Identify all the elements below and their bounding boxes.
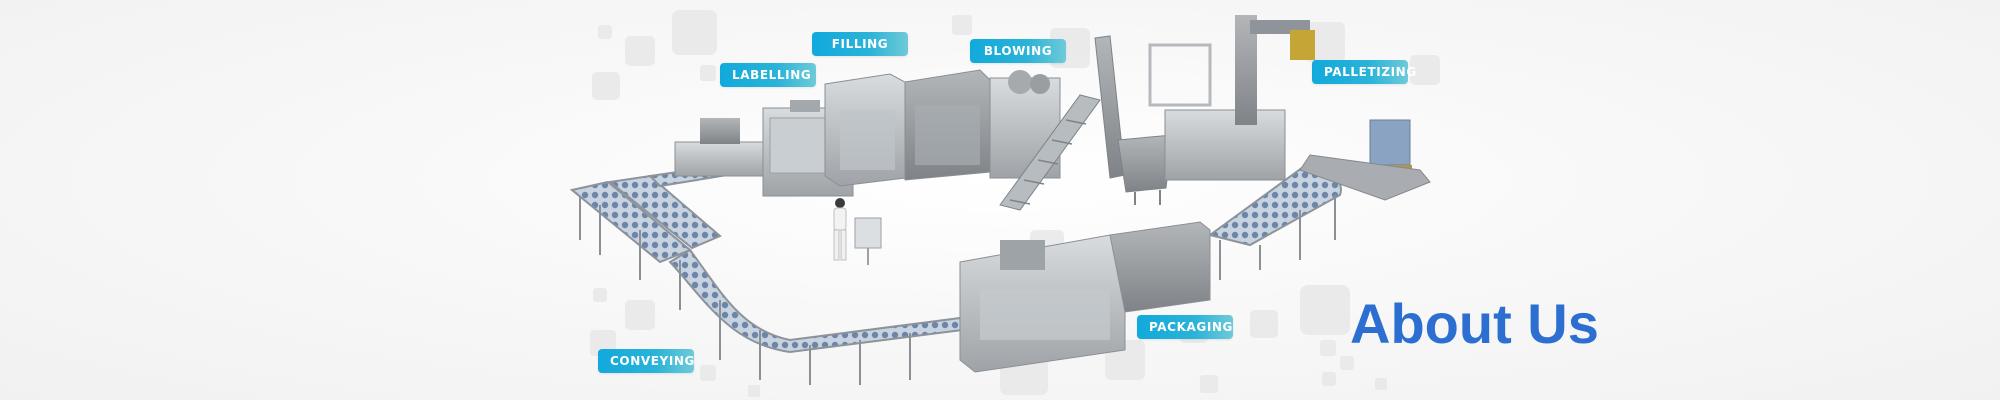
stage-label-packaging: PACKAGING xyxy=(1137,315,1233,339)
page-title: About Us xyxy=(1350,292,1599,355)
stage-label-filling: FILLING xyxy=(812,32,908,56)
conveyor-system xyxy=(569,158,1342,385)
blowing-machine xyxy=(989,35,1173,211)
operator-figure xyxy=(833,198,882,265)
stage-label-blowing: BLOWING xyxy=(970,39,1066,63)
stage-label-labelling: LABELLING xyxy=(720,63,816,87)
palletizer xyxy=(1148,15,1431,201)
stage-label-conveying: CONVEYING xyxy=(598,349,694,373)
packaging-machine xyxy=(959,221,1211,373)
stage-label-palletizing: PALLETIZING xyxy=(1312,60,1416,84)
labelling-machine xyxy=(674,100,854,197)
filling-machine xyxy=(824,69,991,187)
